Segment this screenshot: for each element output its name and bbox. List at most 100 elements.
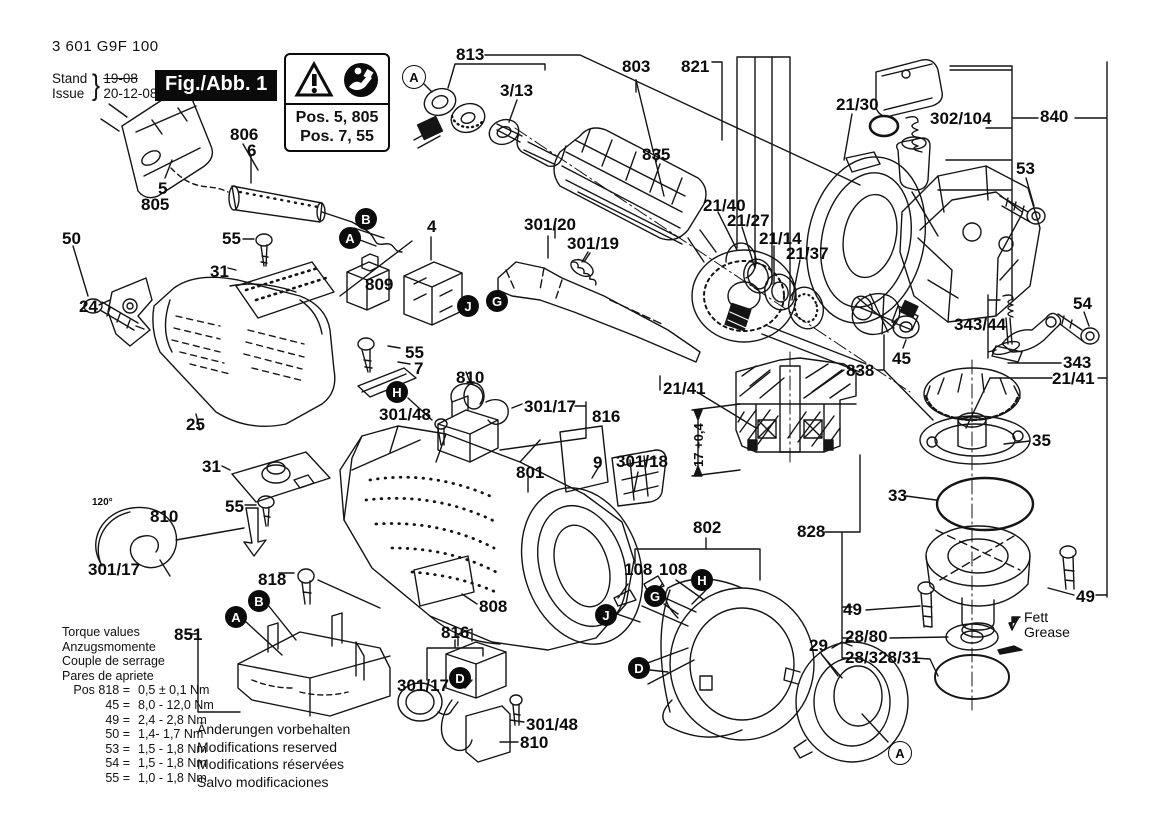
part-label-7: 7	[414, 359, 424, 378]
torque-pos: Pos 818 =	[73, 683, 130, 698]
spiral-spring	[96, 507, 266, 576]
torque-pos: 54 =	[105, 756, 130, 771]
assembly-marker-H: H	[691, 569, 713, 591]
part-label-55: 55	[222, 229, 241, 248]
assembly-marker-A: A	[339, 227, 361, 249]
torque-pos: 45 =	[105, 697, 130, 712]
part-label-813: 813	[456, 45, 485, 64]
part-label-810: 810	[520, 733, 549, 752]
assembly-marker-J: J	[595, 604, 617, 626]
torque-row: 54 =1,5 - 1,8 Nm	[62, 756, 214, 771]
assembly-marker-D: D	[628, 657, 650, 679]
part-label-301-18: 301/18	[616, 452, 668, 471]
part-label-808: 808	[479, 597, 508, 616]
part-label-28-328-31: 28/328/31	[845, 648, 921, 667]
base-plate-851	[186, 569, 390, 716]
part-label-45: 45	[892, 349, 911, 368]
part-label-17-0-4: 17 +0,4	[691, 423, 706, 467]
torque-row: 55 =1,0 - 1,8 Nm	[62, 771, 214, 786]
torque-title: Pares de apriete	[62, 668, 154, 683]
part-label-806: 806	[230, 125, 259, 144]
warning-pos-line1: Pos. 5, 805	[295, 109, 379, 126]
footer-note: Änderungen vorbehalten	[197, 721, 351, 737]
part-label-3-13: 3/13	[500, 81, 534, 100]
part-label-301-17: 301/17	[397, 676, 449, 695]
part-label-21-30: 21/30	[836, 95, 879, 114]
leader-lines-top	[712, 57, 800, 300]
part-label-302-104: 302/104	[930, 109, 992, 128]
vent-plate-31-top	[228, 234, 334, 318]
torque-pos: 55 =	[105, 770, 130, 785]
revision-block: Stand Issue } 19-08 20-12-08	[52, 69, 159, 103]
assembly-marker-B: B	[248, 590, 270, 612]
part-label-21-41: 21/41	[1052, 369, 1095, 388]
part-label-25: 25	[186, 415, 205, 434]
gear-housing	[900, 166, 1040, 322]
part-label-835: 835	[642, 145, 671, 164]
revision-brace: }	[92, 69, 101, 102]
lock-lever-group	[966, 295, 1107, 428]
warning-triangle-icon	[294, 61, 334, 99]
spindle-lock-group	[870, 60, 1107, 597]
torque-row: 53 =1,5 - 1,8 Nm	[62, 742, 214, 757]
part-label-810: 810	[150, 507, 179, 526]
part-label-31: 31	[202, 457, 221, 476]
part-label-343-44: 343/44	[954, 315, 1006, 334]
bevel-pinion	[847, 288, 933, 420]
screw-50-bracket-24	[73, 246, 152, 346]
torque-pos: 53 =	[105, 741, 130, 756]
part-label-24: 24	[79, 297, 98, 316]
warning-box: Pos. 5, 805 Pos. 7, 55	[284, 53, 390, 152]
part-label-35: 35	[1032, 431, 1051, 450]
part-label-818: 818	[258, 570, 287, 589]
bearing-group-813	[414, 55, 860, 185]
part-label-21-37: 21/37	[786, 244, 829, 263]
stand-value: 19-08	[103, 71, 138, 86]
part-label-6: 6	[247, 141, 257, 160]
part-label-810: 810	[456, 368, 485, 387]
figure-label-box: Fig./Abb. 1	[155, 70, 278, 101]
part-label-21-40: 21/40	[703, 196, 746, 215]
part-label-851: 851	[174, 625, 203, 644]
issue-value: 20-12-08	[103, 86, 158, 101]
assembly-marker-G: G	[644, 585, 666, 607]
torque-title: Couple de serrage	[62, 654, 165, 669]
part-label-301-19: 301/19	[567, 234, 619, 253]
torque-row: 50 =1,4- 1,7 Nm	[62, 727, 214, 742]
part-label-809: 809	[365, 275, 394, 294]
document-part-number: 3 601 G9F 100	[52, 38, 159, 55]
screw-53	[1000, 178, 1045, 224]
stand-label: Stand	[52, 71, 88, 86]
footer-note: Modifications réservées	[197, 756, 345, 772]
part-label-49: 49	[843, 600, 862, 619]
part-label-821: 821	[681, 57, 710, 76]
part-label-816: 816	[592, 407, 621, 426]
assembly-marker-J: J	[457, 295, 479, 317]
part-label-21-41: 21/41	[663, 379, 706, 398]
torque-value: 8,0 - 12,0 Nm	[138, 697, 214, 712]
part-label-120-: 120°	[92, 497, 113, 508]
part-label-21-27: 21/27	[727, 211, 770, 230]
part-label-805: 805	[141, 195, 170, 214]
torque-title: Torque values	[62, 625, 140, 639]
part-label-29: 29	[809, 636, 828, 655]
part-label-55: 55	[225, 497, 244, 516]
part-label-301-48: 301/48	[526, 715, 578, 734]
section-view	[692, 352, 860, 658]
assembly-marker-D: D	[449, 667, 471, 689]
read-manual-icon	[343, 63, 378, 97]
part-label-803: 803	[622, 57, 651, 76]
warning-pos-line2: Pos. 7, 55	[300, 128, 374, 145]
part-label-49: 49	[1076, 587, 1095, 606]
part-label-801: 801	[516, 463, 545, 482]
armature-835	[497, 80, 910, 392]
switch-assembly-bottom	[398, 629, 524, 762]
header: 3 601 G9F 100 Stand Issue } 19-08 20-12-…	[52, 38, 159, 103]
torque-value: 0,5 ± 0,1 Nm	[138, 683, 210, 698]
part-label-54: 54	[1073, 294, 1092, 313]
part-label-343: 343	[1063, 353, 1092, 372]
part-label-301-17: 301/17	[524, 397, 576, 416]
